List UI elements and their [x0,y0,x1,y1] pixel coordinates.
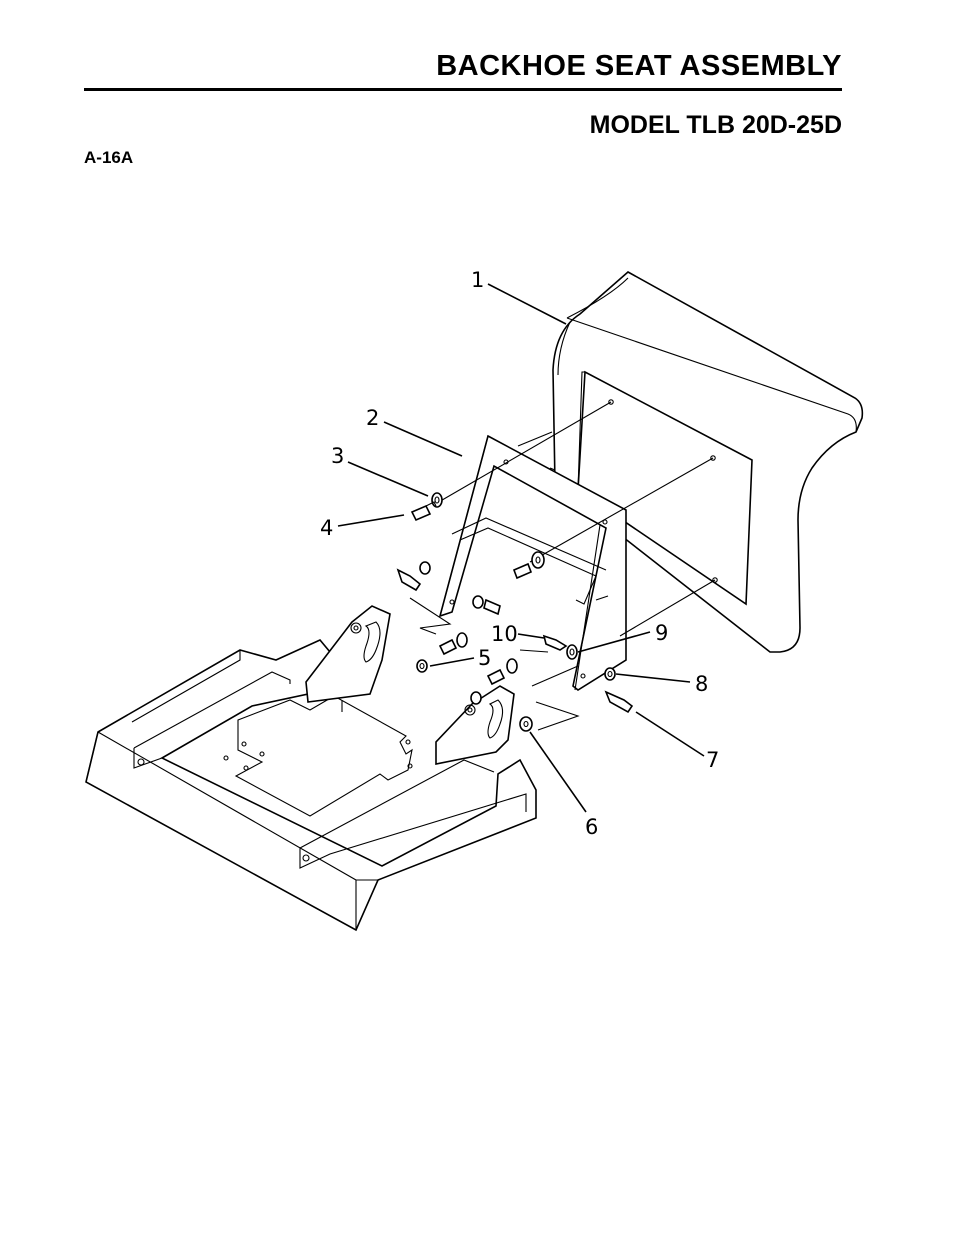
callout-7: 7 [706,748,719,772]
callout-2: 2 [366,406,379,430]
callout-4: 4 [320,516,333,540]
callout-5: 5 [478,646,491,670]
callout-3: 3 [331,444,344,468]
callout-labels: 1 2 3 4 5 6 7 8 9 10 [320,268,719,839]
callout-6: 6 [585,815,598,839]
callout-8: 8 [695,672,708,696]
callout-10: 10 [491,622,518,646]
leader-lines [337,283,705,813]
seat-bracket [438,434,627,691]
figure-reference: A-16A [84,148,134,167]
title-rule [84,88,842,91]
callout-9: 9 [655,621,668,645]
model-subtitle: MODEL TLB 20D-25D [589,111,842,139]
page-title: BACKHOE SEAT ASSEMBLY [436,50,842,82]
callout-1: 1 [471,268,484,292]
seat-back-cushion [552,271,864,653]
seat-base-plate [85,605,537,932]
hardware [396,492,634,732]
assembly-guide-lines [409,401,716,731]
